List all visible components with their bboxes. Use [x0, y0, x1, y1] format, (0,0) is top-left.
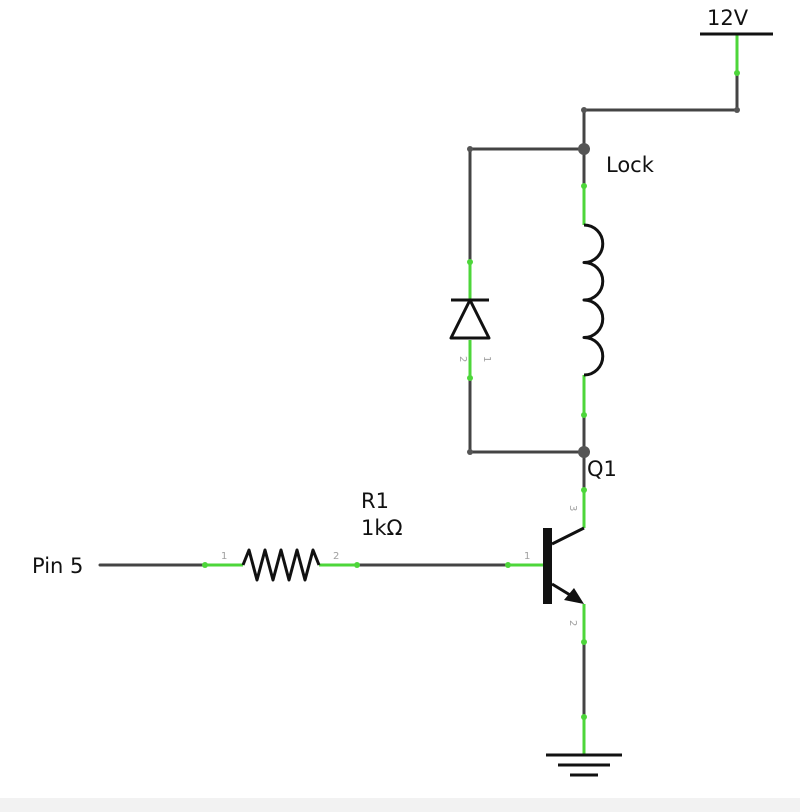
transistor-base-bar	[543, 528, 552, 604]
diode-pin-1: 1	[481, 356, 492, 362]
emitter-lead-end	[581, 639, 587, 645]
canvas-bottom-strip	[0, 798, 800, 812]
diode-lead-bottom-end	[467, 375, 473, 381]
wires	[98, 33, 739, 719]
wire-supply-drop[interactable]	[582, 33, 739, 151]
transistor-collector-line	[551, 526, 585, 546]
wire-corner-dot	[581, 107, 587, 113]
diode-triangle	[449, 298, 491, 340]
transistor-label: Q1	[587, 457, 617, 481]
ground-symbol[interactable]	[546, 753, 622, 777]
base-lead-end	[505, 562, 511, 568]
supply-lead-end	[734, 70, 740, 76]
diode-pin-2: 2	[457, 356, 468, 362]
resistor-symbol[interactable]	[241, 548, 321, 582]
resistor-value-label: 1kΩ	[361, 516, 403, 540]
transistor-pin-emitter: 2	[567, 620, 578, 626]
resistor-zigzag	[241, 548, 321, 582]
resistor-pin-1: 1	[221, 551, 227, 562]
ground-lead-end	[581, 714, 587, 720]
wire-diode-bottom[interactable]	[468, 376, 586, 454]
coil-windings	[582, 223, 605, 377]
transistor-pin-collector: 3	[567, 505, 578, 511]
coil-lead-top-end	[581, 183, 587, 189]
wire-corner-dot	[734, 107, 740, 113]
resistor-pin-2: 2	[333, 551, 339, 562]
wire-corner-dot	[467, 449, 473, 455]
component-leads	[202, 35, 740, 755]
junction-top[interactable]	[578, 143, 590, 155]
relay-label: Lock	[606, 153, 655, 177]
wire-corner-dot	[467, 146, 473, 152]
wire-diode-top[interactable]	[468, 147, 586, 264]
resistor-ref-label: R1	[361, 489, 389, 513]
diode-symbol[interactable]	[449, 298, 491, 340]
resistor-lead-1-end	[202, 562, 208, 568]
transistor-pin-base: 1	[524, 551, 530, 562]
junction-bottom[interactable]	[578, 446, 590, 458]
input-label: Pin 5	[32, 554, 83, 578]
collector-lead-end	[581, 487, 587, 493]
resistor-lead-2-end	[354, 562, 360, 568]
relay-coil-symbol[interactable]	[582, 223, 605, 377]
diode-lead-top-end	[467, 259, 473, 265]
transistor-emitter-arrow	[564, 588, 584, 604]
coil-lead-bottom-end	[581, 412, 587, 418]
supply-label: 12V	[707, 6, 749, 30]
npn-transistor-symbol[interactable]	[543, 526, 585, 604]
